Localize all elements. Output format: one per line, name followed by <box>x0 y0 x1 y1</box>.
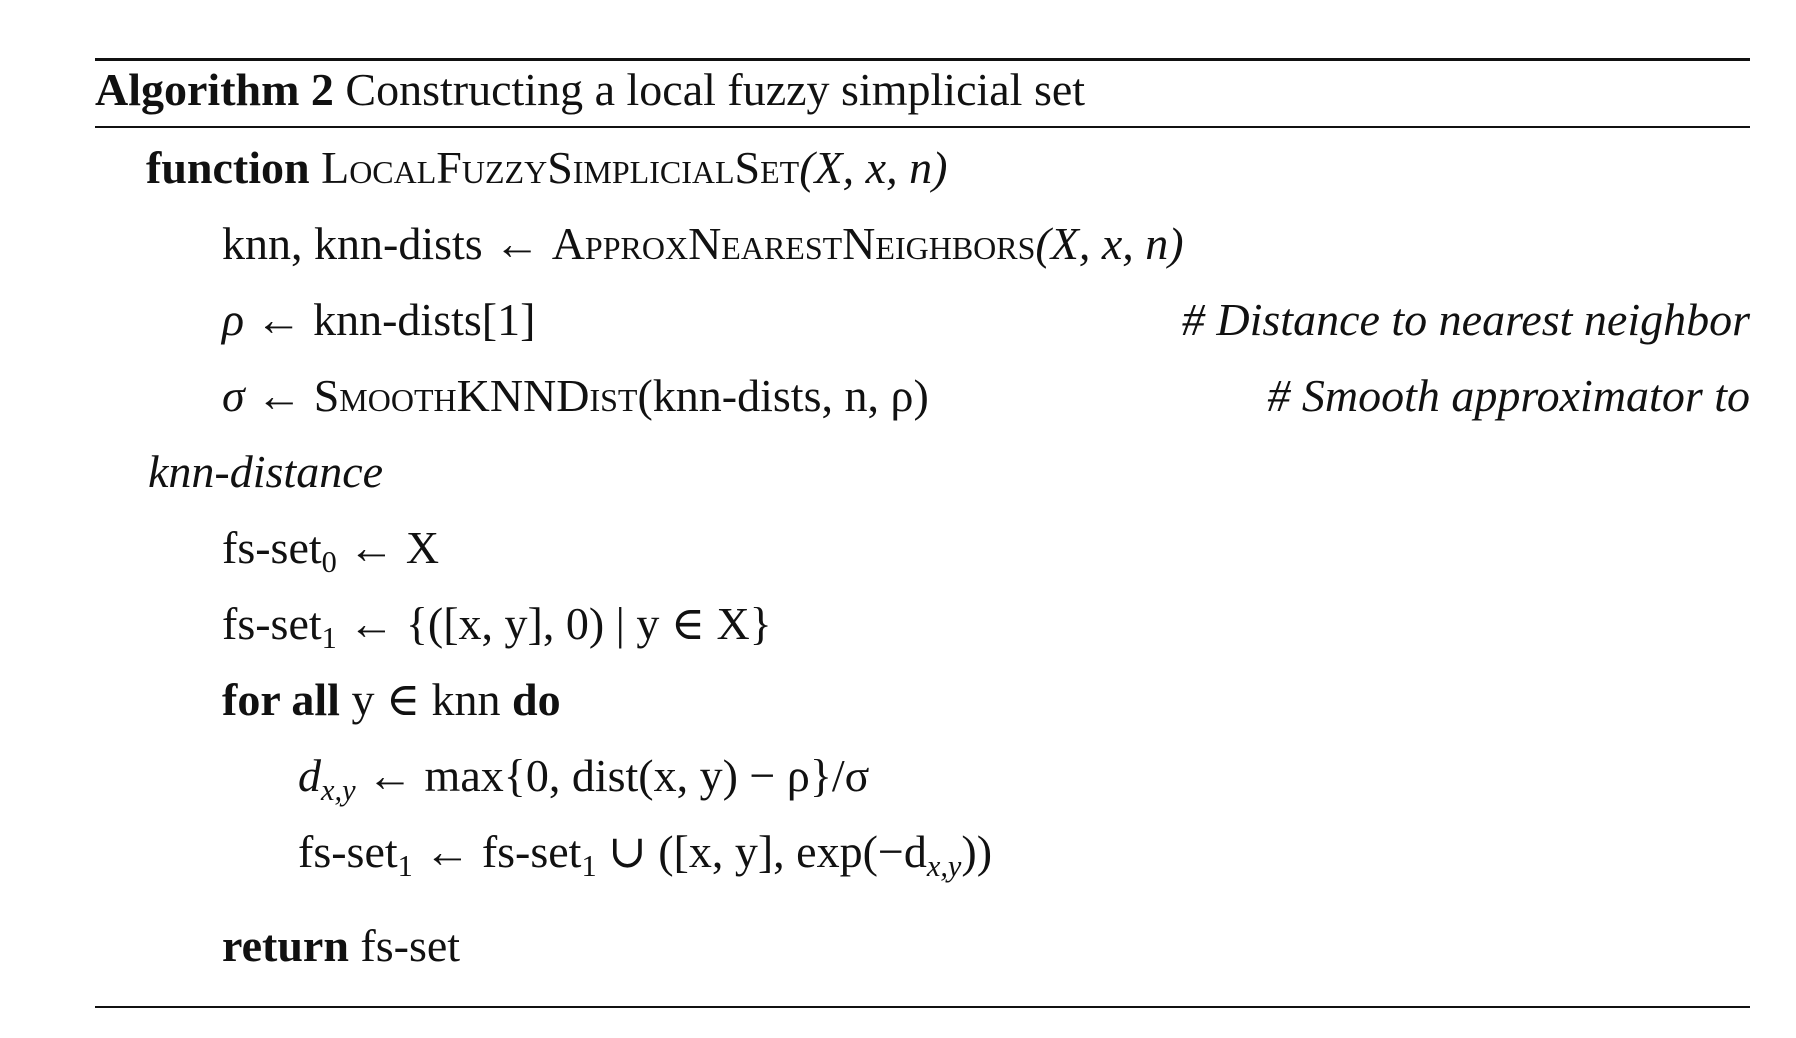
function-name: LocalFuzzySimplicialSet <box>321 142 800 193</box>
function-keyword: function <box>146 142 310 193</box>
for-condition: y ∈ knn <box>339 674 513 725</box>
fs-set1-assign: ← {([x, y], 0) | y ∈ X} <box>336 598 772 649</box>
distance-assign: ← max{0, dist(x, y) − ρ}/σ <box>355 750 870 801</box>
update-close: )) <box>961 826 993 877</box>
distance-symbol: d <box>298 750 321 801</box>
sigma-args: (knn-dists, n, ρ) <box>637 370 929 421</box>
fs-set0-assign: ← X <box>336 522 440 573</box>
rho-assign: ← knn-dists[1] <box>244 294 536 345</box>
algorithm-caption: Algorithm 2 Constructing a local fuzzy s… <box>95 62 1085 118</box>
function-args: (X, x, n) <box>799 142 948 193</box>
sigma-comment-wrap: knn-distance <box>148 446 384 497</box>
do-keyword: do <box>512 674 561 725</box>
rho-symbol: ρ <box>222 294 245 345</box>
fs-set1-line: fs-set1 ← {([x, y], 0) | y ∈ X} <box>222 596 772 656</box>
rho-comment: # Distance to nearest neighbor <box>1181 294 1750 345</box>
update-rhs-subscript: 1 <box>581 849 597 884</box>
fs-set0-name: fs-set <box>222 522 322 573</box>
for-loop-line: for all y ∈ knn do <box>222 672 561 728</box>
update-union: ∪ ([x, y], exp(−d <box>596 826 927 877</box>
fs-set1-subscript: 1 <box>321 621 337 656</box>
sigma-call: SmoothKNNDist <box>313 370 638 421</box>
update-exp-subscript: x,y <box>926 849 962 884</box>
knn-call: ApproxNearestNeighbors <box>551 218 1036 269</box>
sigma-symbol: σ <box>222 370 245 421</box>
fs-set1-name: fs-set <box>222 598 322 649</box>
update-rhs-name: fs-set <box>481 826 582 877</box>
for-keyword: for all <box>222 674 340 725</box>
sigma-arrow: ← <box>244 370 314 421</box>
algorithm-top-rule <box>95 58 1750 61</box>
update-lhs-name: fs-set <box>298 826 398 877</box>
distance-line: dx,y ← max{0, dist(x, y) − ρ}/σ <box>298 748 870 808</box>
knn-assign: knn, knn-dists ← <box>222 218 552 269</box>
update-arrow: ← <box>412 826 482 877</box>
algorithm-bottom-rule <box>95 1006 1750 1008</box>
function-line: function LocalFuzzySimplicialSet(X, x, n… <box>146 140 947 196</box>
sigma-line: σ ← SmoothKNNDist(knn-dists, n, ρ) <box>222 368 929 424</box>
rho-line: ρ ← knn-dists[1] <box>222 292 535 348</box>
return-value: fs-set <box>348 920 461 971</box>
knn-line: knn, knn-dists ← ApproxNearestNeighbors(… <box>222 216 1184 272</box>
algorithm-label: Algorithm 2 <box>95 64 334 115</box>
return-line: return fs-set <box>222 918 460 974</box>
distance-subscript: x,y <box>321 773 356 808</box>
knn-args: (X, x, n) <box>1035 218 1184 269</box>
update-line: fs-set1 ← fs-set1 ∪ ([x, y], exp(−dx,y)) <box>298 824 993 884</box>
fs-set0-subscript: 0 <box>321 545 337 580</box>
sigma-comment: # Smooth approximator to <box>1267 370 1750 421</box>
return-keyword: return <box>222 920 349 971</box>
update-lhs-subscript: 1 <box>397 849 413 884</box>
algorithm-title: Constructing a local fuzzy simplicial se… <box>345 64 1086 115</box>
algorithm-caption-rule <box>95 126 1750 128</box>
fs-set0-line: fs-set0 ← X <box>222 520 440 580</box>
